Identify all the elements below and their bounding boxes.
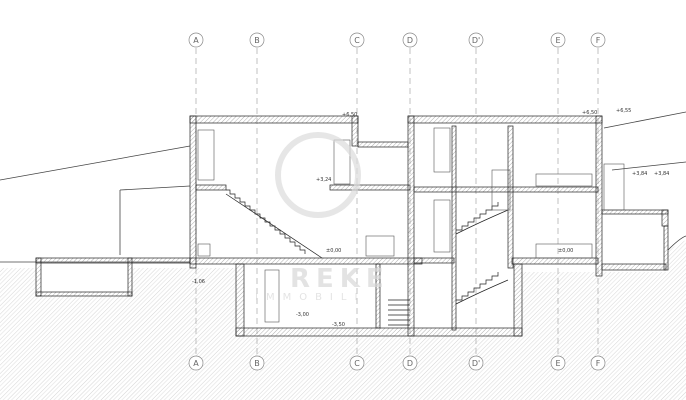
watermark-logo: REKE IMMOBILI — [255, 132, 390, 303]
stairs — [225, 189, 509, 326]
axis-e-top: E — [555, 36, 560, 45]
axis-a-top: A — [193, 36, 199, 45]
earth-left — [0, 268, 190, 400]
axis-f-bottom: F — [596, 359, 601, 368]
axis-d-top: D — [407, 36, 413, 45]
axis-labels-top: A B C D D' E F — [193, 36, 600, 45]
level-ground-floor: ±0,00 — [326, 248, 341, 254]
axis-a-bottom: A — [193, 359, 199, 368]
level-roof-right: +6,50 — [582, 110, 597, 116]
axis-labels-bottom: A B C D D' E F — [193, 359, 600, 368]
svg-text:IMMOBILI: IMMOBILI — [255, 292, 365, 303]
axis-bubbles-top — [188, 32, 606, 48]
axis-c-bottom: C — [354, 359, 360, 368]
level-basement: -3,00 — [296, 312, 309, 318]
level-foundation: -3,50 — [332, 322, 345, 328]
axis-b-bottom: B — [254, 359, 260, 368]
structure — [35, 115, 669, 337]
axis-d-bottom: D — [407, 359, 413, 368]
level-markers: +6,50 +6,50 +6,55 +3,24 ±0,00 ±0,00 +3,8… — [192, 108, 669, 328]
earth-under — [0, 240, 686, 400]
terrain-lines — [0, 111, 686, 263]
level-ground-right: ±0,00 — [558, 248, 573, 254]
level-terrace-right-2: +3,84 — [654, 171, 669, 177]
axis-f-top: F — [596, 36, 601, 45]
axis-d-prime-bottom: D' — [472, 359, 480, 368]
level-upper-floor: +3,24 — [316, 177, 331, 183]
level-terrain-top: +6,55 — [616, 108, 631, 114]
level-terrace-left: -1,06 — [192, 279, 205, 285]
axis-e-bottom: E — [555, 359, 560, 368]
level-terrace-right-1: +3,84 — [632, 171, 647, 177]
furniture — [197, 127, 625, 323]
axis-d-prime-top: D' — [472, 36, 480, 45]
level-roof-left: +6,50 — [342, 112, 357, 118]
axis-bubbles-bottom — [188, 355, 606, 371]
axis-c-top: C — [354, 36, 360, 45]
svg-text:REKE: REKE — [290, 264, 390, 294]
axis-b-top: B — [254, 36, 260, 45]
